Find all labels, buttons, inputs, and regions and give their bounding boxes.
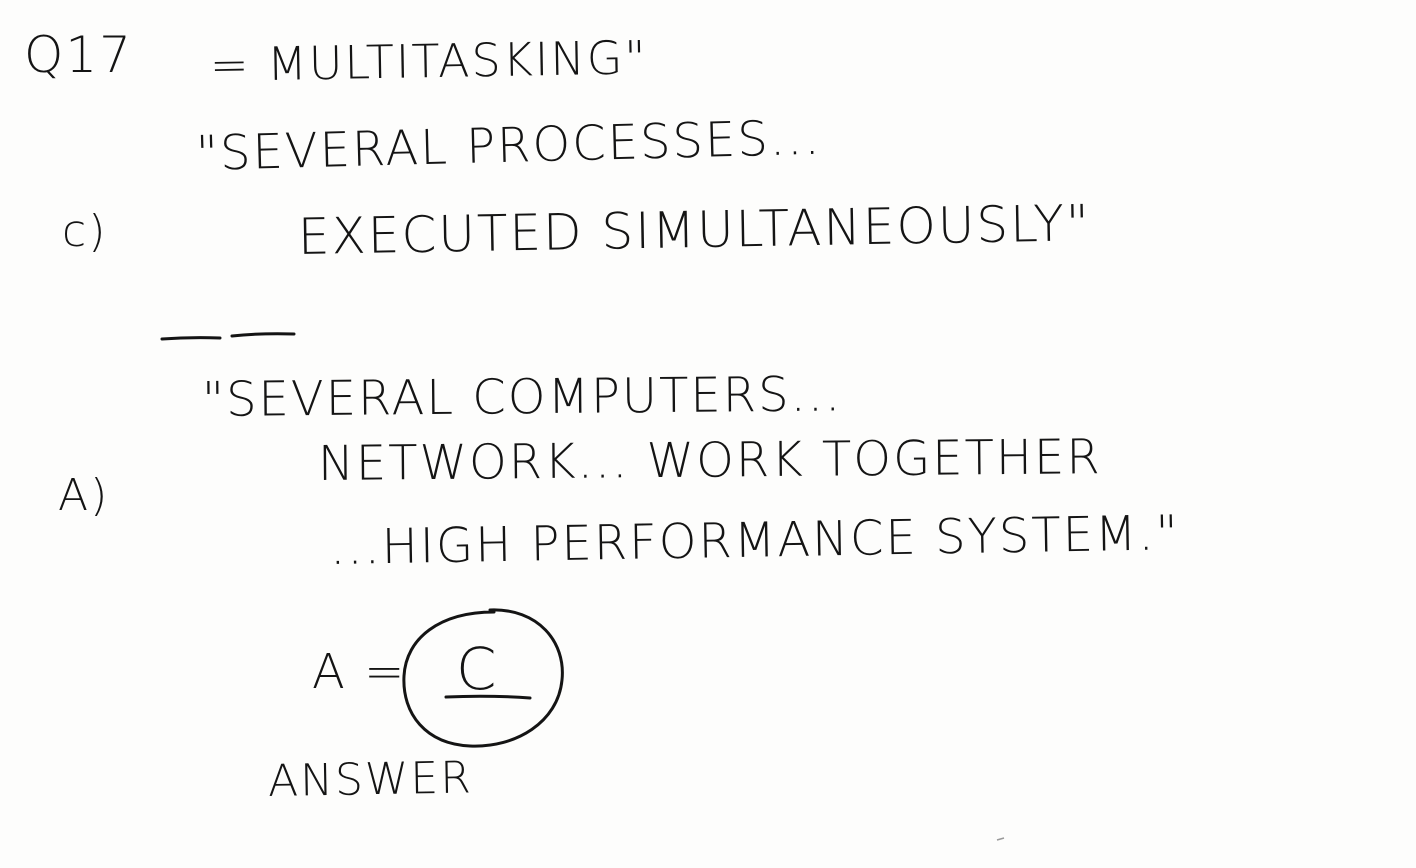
option-a-quote-line-3: ...HIGH PERFORMANCE SYSTEM." [329,505,1181,576]
divider-line [160,332,296,341]
answer-underline [444,694,532,700]
option-c-quote-line-2: EXECUTED SIMULTANEOUSLY" [297,194,1092,266]
answer-prefix: A = [312,644,407,700]
option-c-quote-line-1: "SEVERAL PROCESSES... [195,109,823,182]
option-a-label: A) [58,470,110,521]
scan-speck [996,837,1005,841]
option-c-label: c) [62,206,108,257]
topic-line: = MULTITASKING" [209,30,649,92]
answer-circle [402,608,564,748]
option-a-quote-line-2: NETWORK... WORK TOGETHER [317,429,1102,492]
answer-value: C [456,635,499,703]
answer-caption: ANSWER [267,752,474,807]
option-a-quote-line-1: "SEVERAL COMPUTERS... [201,366,843,428]
question-number: Q17 [24,26,133,84]
